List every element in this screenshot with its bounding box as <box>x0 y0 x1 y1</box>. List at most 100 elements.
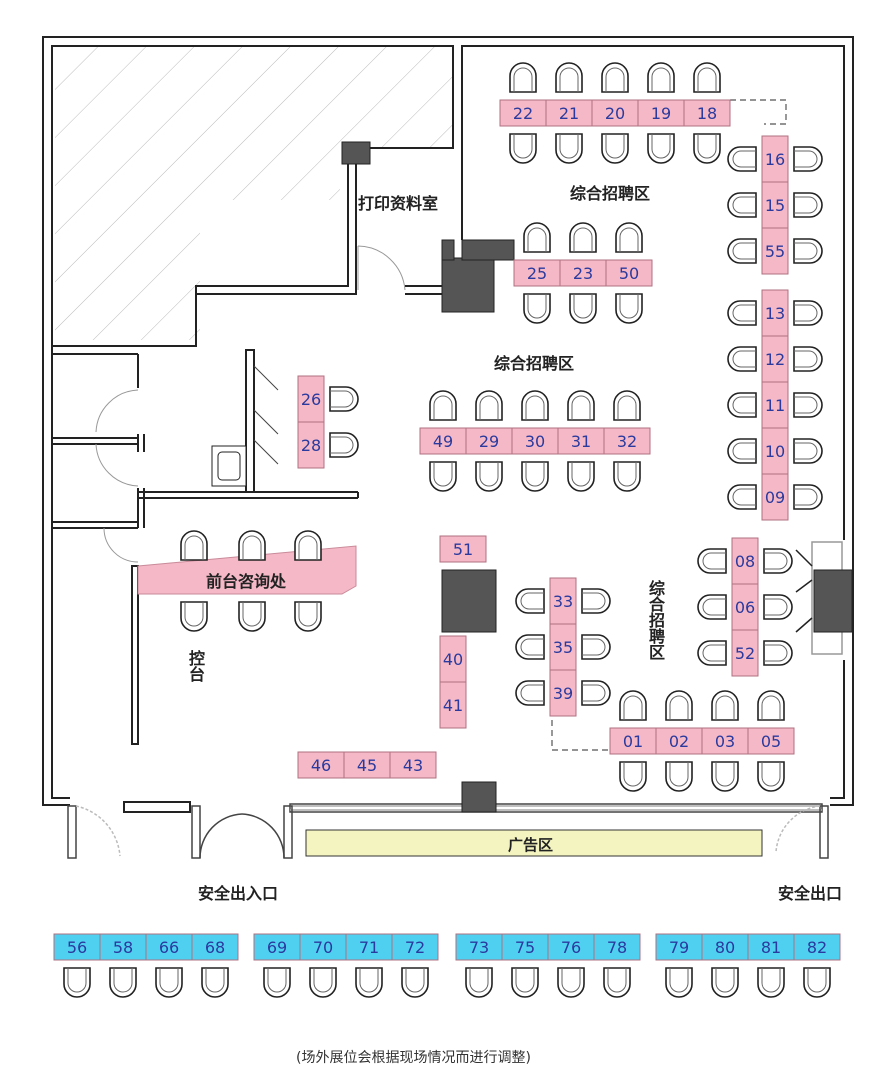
booth-21: 21 <box>545 99 593 127</box>
chair <box>569 293 597 324</box>
chair <box>238 530 266 561</box>
booth-51: 51 <box>439 535 487 563</box>
chair <box>619 690 647 721</box>
chair <box>515 634 545 660</box>
svg-text:09: 09 <box>765 488 785 507</box>
chair <box>509 62 537 93</box>
svg-text:50: 50 <box>619 264 639 283</box>
svg-text:76: 76 <box>561 938 581 957</box>
chair <box>355 967 383 998</box>
booth-40: 40 <box>439 635 467 683</box>
booth-03: 03 <box>701 727 749 755</box>
chair <box>601 133 629 164</box>
booth-12: 12 <box>761 335 789 383</box>
booth-23: 23 <box>559 259 607 287</box>
restroom-walls <box>52 353 359 563</box>
chair <box>509 133 537 164</box>
chair <box>711 967 739 998</box>
booth-70: 70 <box>299 933 347 961</box>
booth-76: 76 <box>547 933 595 961</box>
exit-label: 安全出口 <box>778 884 843 903</box>
chair <box>515 680 545 706</box>
chair <box>263 967 291 998</box>
chair <box>727 238 757 264</box>
booth-08: 08 <box>731 537 759 585</box>
chair <box>757 967 785 998</box>
chair <box>63 967 91 998</box>
chairs <box>63 62 831 998</box>
booth-18: 18 <box>683 99 731 127</box>
booth-22: 22 <box>499 99 547 127</box>
booth-13: 13 <box>761 289 789 337</box>
zone-label-right: 综合招聘区 <box>646 580 665 660</box>
chair <box>619 761 647 792</box>
booth-32: 32 <box>603 427 651 455</box>
svg-text:22: 22 <box>513 104 533 123</box>
print-room-walls <box>196 148 445 295</box>
svg-text:55: 55 <box>765 242 785 261</box>
booth-15: 15 <box>761 181 789 229</box>
chair <box>793 238 823 264</box>
svg-text:43: 43 <box>403 756 423 775</box>
booth-58: 58 <box>99 933 147 961</box>
svg-text:08: 08 <box>735 552 755 571</box>
chair <box>793 192 823 218</box>
chair <box>401 967 429 998</box>
svg-text:12: 12 <box>765 350 785 369</box>
chair <box>475 461 503 492</box>
outer-walls <box>42 36 854 806</box>
booth-66: 66 <box>145 933 193 961</box>
chair <box>569 222 597 253</box>
booth-35: 35 <box>549 623 577 671</box>
chair <box>567 390 595 421</box>
svg-text:66: 66 <box>159 938 179 957</box>
booth-72: 72 <box>391 933 439 961</box>
svg-text:25: 25 <box>527 264 547 283</box>
svg-text:26: 26 <box>301 390 321 409</box>
booth-10: 10 <box>761 427 789 475</box>
chair <box>109 967 137 998</box>
chair <box>665 690 693 721</box>
booth-73: 73 <box>455 933 503 961</box>
chair <box>180 530 208 561</box>
svg-text:56: 56 <box>67 938 87 957</box>
chair <box>727 300 757 326</box>
booth-39: 39 <box>549 669 577 717</box>
ad-zone-band <box>305 829 763 857</box>
svg-text:71: 71 <box>359 938 379 957</box>
booth-81: 81 <box>747 933 795 961</box>
chair <box>647 133 675 164</box>
chair <box>309 967 337 998</box>
booth-49: 49 <box>419 427 467 455</box>
chair <box>329 386 359 412</box>
svg-text:30: 30 <box>525 432 545 451</box>
booth-02: 02 <box>655 727 703 755</box>
booth-43: 43 <box>389 751 437 779</box>
adjustment-note: (场外展位会根据现场情况而进行调整) <box>296 1050 531 1066</box>
chair <box>555 133 583 164</box>
chair <box>603 967 631 998</box>
svg-text:33: 33 <box>553 592 573 611</box>
chair <box>523 293 551 324</box>
chair <box>793 146 823 172</box>
chair <box>238 601 266 632</box>
chair <box>521 461 549 492</box>
chair <box>567 461 595 492</box>
front-desk-label: 前台咨询处 <box>206 572 287 591</box>
svg-text:18: 18 <box>697 104 717 123</box>
booth-26: 26 <box>297 375 325 423</box>
booth-56: 56 <box>53 933 101 961</box>
chair <box>727 392 757 418</box>
chair <box>763 548 793 574</box>
booth-06: 06 <box>731 583 759 631</box>
svg-text:15: 15 <box>765 196 785 215</box>
chair <box>647 62 675 93</box>
booth-25: 25 <box>513 259 561 287</box>
booth-28: 28 <box>297 421 325 469</box>
dashed-outlines <box>551 99 787 751</box>
svg-text:49: 49 <box>433 432 453 451</box>
svg-text:10: 10 <box>765 442 785 461</box>
svg-text:68: 68 <box>205 938 225 957</box>
chair <box>727 484 757 510</box>
